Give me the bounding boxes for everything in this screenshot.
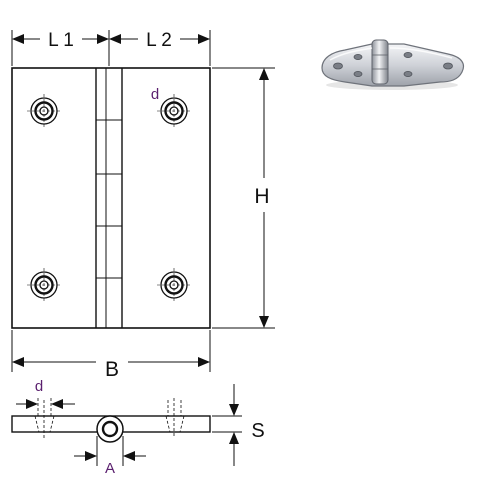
label-a: A	[105, 460, 115, 477]
hinge-side-view	[11, 398, 211, 443]
label-h: H	[254, 185, 269, 208]
label-s: S	[251, 420, 264, 442]
label-d-top: d	[151, 86, 159, 103]
screw-hole	[27, 268, 61, 302]
hinge-plate-outline	[11, 67, 211, 329]
screw-hole	[157, 268, 191, 302]
screw-hole	[27, 94, 61, 128]
side-knuckle	[96, 415, 124, 443]
hinge-photo-icon	[321, 39, 465, 90]
label-l2: L 2	[146, 30, 172, 51]
label-b: B	[105, 358, 119, 381]
side-pin	[101, 420, 119, 438]
hinge-front-view	[11, 67, 211, 329]
screw-hole	[157, 94, 191, 128]
dimension-lines	[11, 30, 275, 372]
knuckle-segments	[96, 119, 122, 279]
label-d-side: d	[35, 378, 43, 395]
label-l1: L 1	[48, 30, 74, 51]
side-dimension-lines	[16, 384, 242, 466]
